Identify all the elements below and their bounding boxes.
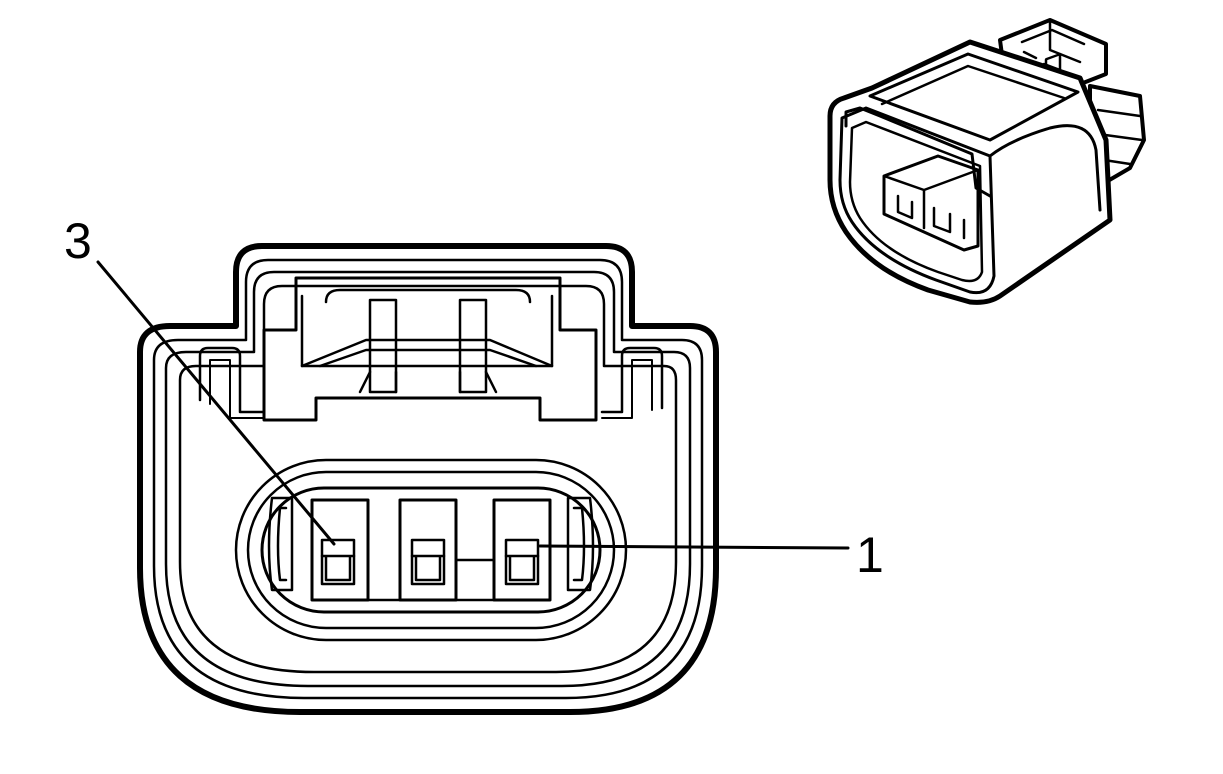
terminal-pin-1 xyxy=(504,538,540,586)
iso-front-face-inner xyxy=(848,120,984,283)
connector-body-ring-3 xyxy=(178,284,678,674)
terminal-slot-1 xyxy=(492,498,552,602)
connector-body-outline xyxy=(137,243,719,715)
connector-body-ring-2 xyxy=(164,270,692,688)
right-key xyxy=(566,496,595,592)
leader-line-pin-3 xyxy=(96,260,336,546)
iso-front-face xyxy=(838,106,996,295)
terminal-pin-3 xyxy=(320,538,356,586)
iso-front-latch-bracket xyxy=(844,106,992,198)
locking-tab-post-left xyxy=(368,298,398,394)
locking-tab-post-feet xyxy=(358,370,498,394)
callout-label-pin-3: 3 xyxy=(64,213,92,269)
locking-tab-inner xyxy=(300,294,554,368)
left-key xyxy=(267,496,294,592)
locking-tab-ramp xyxy=(324,288,532,304)
terminal-slot-3 xyxy=(310,498,370,602)
connector-isometric-view xyxy=(827,18,1146,305)
terminal-slot-2 xyxy=(398,498,458,602)
locking-tab-post-right xyxy=(458,298,488,394)
left-latch-channel xyxy=(198,346,266,414)
terminal-slot-dividers xyxy=(366,558,496,602)
left-latch-channel-inner xyxy=(209,359,265,419)
iso-top-face-inner xyxy=(880,64,1066,106)
locking-tab-frame xyxy=(262,276,598,422)
terminal-cavity-inner xyxy=(260,486,602,614)
terminal-cavity-outer xyxy=(234,458,628,642)
iso-top-face xyxy=(868,52,1080,142)
callout-label-pin-1: 1 xyxy=(856,527,884,583)
terminal-pin-2 xyxy=(410,538,446,586)
locking-tab-wedge xyxy=(300,338,554,368)
iso-side-curve xyxy=(988,124,1102,212)
terminal-cavity-mid xyxy=(246,470,616,630)
connector-face-view xyxy=(137,243,719,715)
connector-body-ring-1 xyxy=(152,258,704,700)
iso-terminal-block xyxy=(882,154,980,252)
right-latch-channel-inner xyxy=(601,359,653,419)
iso-terminal-block-top xyxy=(882,168,980,230)
iso-rear-latch-detail xyxy=(1020,18,1086,72)
iso-terminal-pins xyxy=(896,194,966,240)
right-latch-channel xyxy=(600,346,664,414)
leader-line-pin-1 xyxy=(538,544,850,550)
